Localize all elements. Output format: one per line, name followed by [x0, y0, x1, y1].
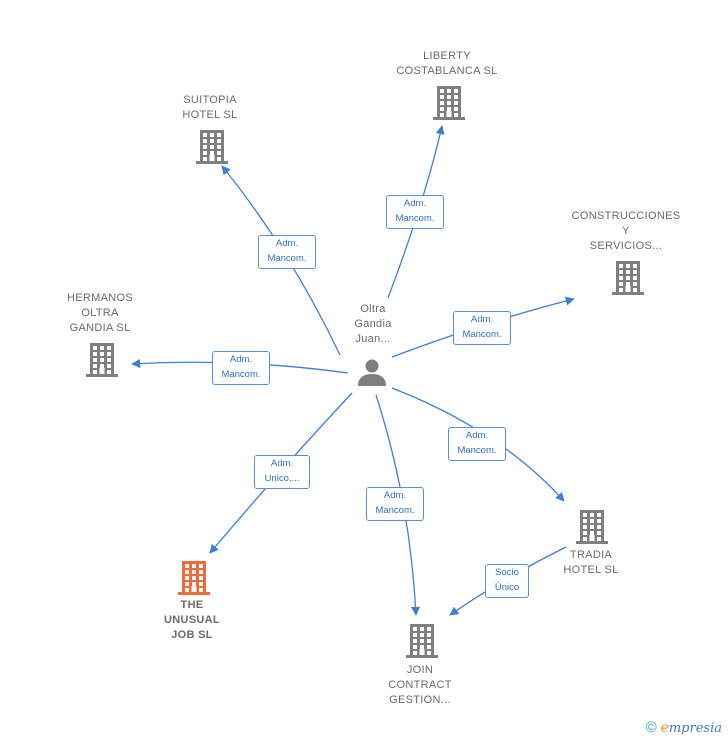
relation-label-construcciones: Adm. Mancom. [453, 311, 511, 345]
building-icon-join[interactable] [406, 624, 438, 658]
company-label-unusual[interactable]: THE UNUSUAL JOB SL [164, 599, 220, 641]
copyright-icon: © [645, 719, 657, 736]
relation-label-liberty: Adm. Mancom. [386, 195, 444, 229]
relation-label-unusual: Adm. Unico,... [254, 455, 310, 489]
relation-label-suitopia: Adm. Mancom. [258, 235, 316, 269]
building-icon-construcciones[interactable] [612, 261, 644, 295]
empresia-logo: © empresia [645, 719, 722, 736]
company-label-liberty[interactable]: LIBERTY COSTABLANCA SL [396, 50, 498, 77]
relation-label-hermanos: Adm. Mancom. [212, 351, 270, 385]
company-label-suitopia[interactable]: SUITOPIA HOTEL SL [182, 94, 238, 121]
building-icon-unusual[interactable] [178, 561, 210, 595]
company-label-join[interactable]: JOIN CONTRACT GESTION... [388, 664, 452, 706]
relation-label-tradia-join: Socio Único [485, 564, 529, 598]
building-icon-hermanos[interactable] [86, 343, 118, 377]
company-label-hermanos[interactable]: HERMANOS OLTRA GANDIA SL [67, 292, 133, 334]
relation-label-tradia: Adm. Mancom. [448, 427, 506, 461]
person-label[interactable]: Oltra Gandia Juan... [354, 303, 392, 345]
company-label-construcciones[interactable]: CONSTRUCCIONES Y SERVICIOS... [571, 210, 681, 252]
building-icon-liberty[interactable] [433, 86, 465, 120]
company-label-tradia[interactable]: TRADIA HOTEL SL [563, 549, 619, 576]
building-icon-suitopia[interactable] [196, 130, 228, 164]
person-icon[interactable] [358, 359, 386, 387]
building-icon-tradia[interactable] [576, 510, 608, 544]
relation-label-join: Adm. Mancom. [366, 487, 424, 521]
